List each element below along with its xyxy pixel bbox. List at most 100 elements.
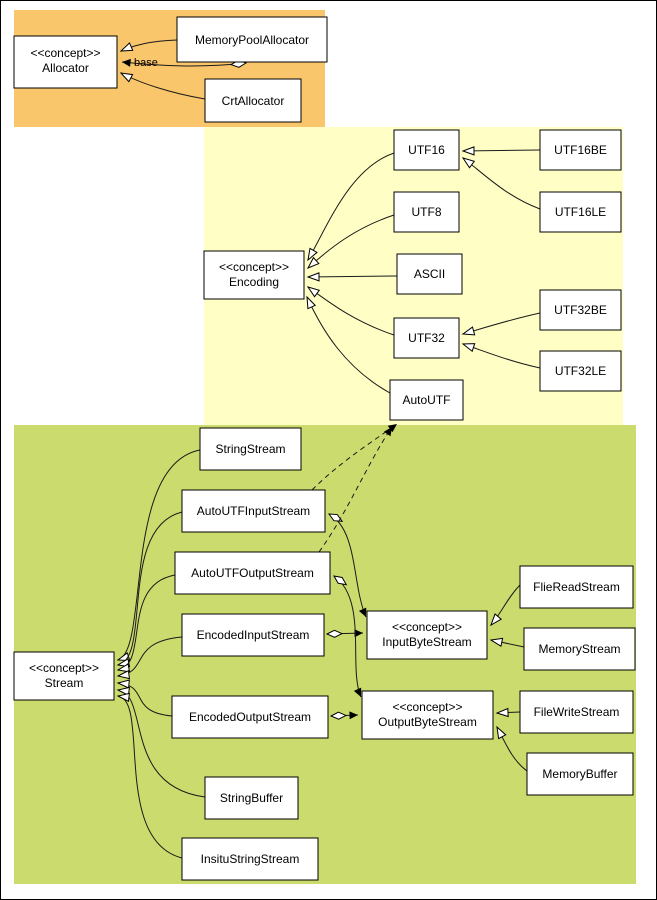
node-memory-buffer: MemoryBuffer	[526, 752, 634, 796]
node-flie-read-stream: FlieReadStream	[519, 565, 634, 609]
node-string-stream-box	[199, 427, 302, 471]
edge-encodedoutputstream-outputbytestream-aggregation	[331, 715, 359, 716]
edge-memorybuffer-outputbytestream	[496, 725, 528, 772]
node-string-buffer-box	[204, 776, 299, 820]
node-file-write-stream: FileWriteStream	[519, 690, 634, 734]
edge-autoutfinputstream-autoutf-dependency	[311, 423, 398, 491]
node-file-write-stream-label: FileWriteStream	[534, 705, 620, 719]
node-memory-stream-box	[523, 627, 636, 671]
node-crt-allocator: CrtAllocator	[204, 78, 302, 123]
node-encoded-input-stream-label: EncodedInputStream	[197, 628, 310, 642]
node-crt-allocator-box	[204, 78, 302, 123]
node-utf32: UTF32	[393, 317, 460, 359]
edge-autoutfinputstream-stream	[116, 511, 183, 668]
node-stream-stereotype: <<concept>>	[29, 661, 99, 675]
node-insitu-string-stream-box	[181, 837, 319, 881]
node-autoutf-output-stream-box	[174, 551, 331, 595]
edge-autoutfoutputstream-autoutf-dependency	[318, 426, 393, 553]
node-autoutf-input-stream: AutoUTFInputStream	[181, 489, 326, 533]
node-ascii: ASCII	[396, 253, 463, 295]
node-autoutf-input-stream-box	[181, 489, 326, 533]
edge-memorypoolallocator-allocator-base-aggregation	[121, 62, 246, 66]
node-crt-allocator-label: CrtAllocator	[222, 94, 285, 108]
node-flie-read-stream-box	[519, 565, 634, 609]
edge-crtallocator-allocator-realization	[119, 72, 206, 100]
node-utf16be-box	[539, 129, 622, 171]
edge-utf16-encoding	[307, 152, 395, 262]
node-utf16le-label: UTF16LE	[555, 205, 606, 219]
edge-autoutfoutputstream-outputbytestream-aggregation	[334, 576, 362, 698]
node-encoding-label: Encoding	[229, 275, 279, 289]
node-string-buffer: StringBuffer	[204, 776, 299, 820]
node-utf32be-label: UTF32BE	[554, 303, 607, 317]
edge-encodedinputstream-stream	[116, 636, 183, 680]
node-flie-read-stream-label: FlieReadStream	[533, 580, 620, 594]
node-memory-buffer-box	[526, 752, 634, 796]
edge-utf16be-utf16	[461, 146, 541, 156]
node-utf16: UTF16	[393, 129, 460, 171]
node-encoded-output-stream-box	[171, 695, 329, 739]
node-string-buffer-label: StringBuffer	[220, 791, 283, 805]
node-utf16be: UTF16BE	[539, 129, 622, 171]
node-autoutf-output-stream-label: AutoUTFOutputStream	[191, 566, 314, 580]
node-encoded-input-stream: EncodedInputStream	[181, 613, 325, 657]
edge-insitustringstream-stream	[116, 692, 183, 859]
node-utf32be: UTF32BE	[539, 289, 622, 331]
edge-autoutf-encoding	[306, 295, 391, 394]
node-encoded-output-stream-label: EncodedOutputStream	[189, 710, 311, 724]
node-string-stream: StringStream	[199, 427, 302, 471]
node-encoded-input-stream-box	[181, 613, 325, 657]
node-utf32le-box	[539, 350, 622, 392]
edge-utf32-encoding	[306, 286, 395, 336]
node-autoutf-label: AutoUTF	[402, 393, 450, 407]
node-utf16be-label: UTF16BE	[554, 143, 607, 157]
node-autoutf: AutoUTF	[389, 379, 464, 421]
edge-autoutfinputstream-inputbytestream-aggregation	[329, 514, 367, 618]
node-utf32-label: UTF32	[408, 331, 445, 345]
node-output-byte-stream-label: OutputByteStream	[378, 715, 477, 729]
node-insitu-string-stream: InsituStringStream	[181, 837, 319, 881]
node-string-stream-label: StringStream	[215, 442, 285, 456]
node-input-byte-stream-box	[366, 610, 488, 660]
node-output-byte-stream-stereotype: <<concept>>	[392, 700, 462, 714]
node-autoutf-box	[389, 379, 464, 421]
node-memory-pool-allocator-box	[176, 16, 328, 63]
node-allocator-box	[13, 35, 118, 89]
edge-utf16le-utf16	[461, 157, 541, 210]
edge-filewritestream-outputbytestream	[495, 707, 521, 718]
node-allocator-concept: <<concept>> Allocator	[13, 35, 118, 89]
edge-memorypoolallocator-allocator-realization	[119, 39, 178, 52]
node-stream-concept: <<concept>> Stream	[13, 651, 115, 701]
node-encoding-box	[203, 250, 305, 300]
node-memory-buffer-label: MemoryBuffer	[542, 767, 617, 781]
node-input-byte-stream-concept: <<concept>> InputByteStream	[366, 610, 488, 660]
node-memory-pool-allocator: MemoryPoolAllocator	[176, 16, 328, 63]
node-file-write-stream-box	[519, 690, 634, 734]
edge-stringstream-stream	[116, 449, 201, 662]
node-output-byte-stream-concept: <<concept>> OutputByteStream	[361, 690, 494, 740]
node-utf16le-box	[539, 191, 622, 233]
edge-utf32be-utf32	[461, 312, 541, 336]
edge-encodedoutputstream-stream	[116, 679, 173, 717]
node-utf32le-label: UTF32LE	[555, 364, 606, 378]
node-allocator-label: Allocator	[42, 61, 89, 75]
node-ascii-box	[396, 253, 463, 295]
node-utf8: UTF8	[393, 191, 460, 233]
node-utf32-box	[393, 317, 460, 359]
node-ascii-label: ASCII	[414, 267, 445, 281]
node-stream-box	[13, 651, 115, 701]
node-utf8-box	[393, 191, 460, 233]
node-output-byte-stream-box	[361, 690, 494, 740]
edge-ascii-encoding	[306, 272, 398, 282]
edge-fliereadstream-inputbytestream	[490, 584, 521, 627]
node-memory-stream: MemoryStream	[523, 627, 636, 671]
node-autoutf-input-stream-label: AutoUTFInputStream	[197, 504, 310, 518]
node-encoding-concept: <<concept>> Encoding	[203, 250, 305, 300]
edge-utf8-encoding	[306, 214, 395, 269]
node-utf8-label: UTF8	[412, 205, 442, 219]
node-utf32be-box	[539, 289, 622, 331]
node-encoding-stereotype: <<concept>>	[219, 260, 289, 274]
node-autoutf-output-stream: AutoUTFOutputStream	[174, 551, 331, 595]
